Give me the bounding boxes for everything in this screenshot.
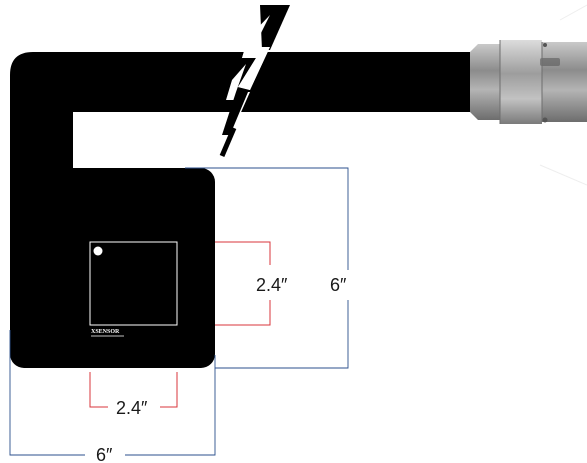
inner-width-label: 2.4″ (116, 398, 148, 418)
inner-height-bracket-lower (215, 300, 271, 326)
outer-dimension-lines (9, 167, 349, 456)
brand-mark: XSENSOR (91, 329, 124, 337)
inner-height-label: 2.4″ (256, 275, 288, 295)
outer-width-label: 6″ (96, 445, 113, 463)
inner-width-bracket (89, 372, 108, 408)
sensing-area-corner-dot (93, 246, 103, 256)
sensor-cable (10, 52, 470, 360)
outer-width-bracket (9, 330, 85, 456)
sensing-area (89, 241, 178, 326)
outer-width-bracket-right (125, 355, 216, 456)
outer-height-bracket (185, 167, 349, 270)
cable-break-symbol (219, 5, 290, 157)
inner-width-bracket-right (160, 372, 178, 408)
brand-label: XSENSOR (91, 329, 120, 335)
outer-height-label: 6″ (330, 275, 347, 295)
cable-body (10, 52, 470, 360)
background-guides (539, 4, 587, 186)
sensing-area-outline (89, 241, 178, 326)
inner-dimension-lines (89, 241, 271, 408)
cable-connector (470, 40, 587, 124)
sensor-pad (10, 168, 215, 368)
inner-height-bracket (215, 241, 271, 265)
outer-height-bracket-lower (215, 300, 349, 369)
sensor-pad-joint (10, 160, 50, 190)
